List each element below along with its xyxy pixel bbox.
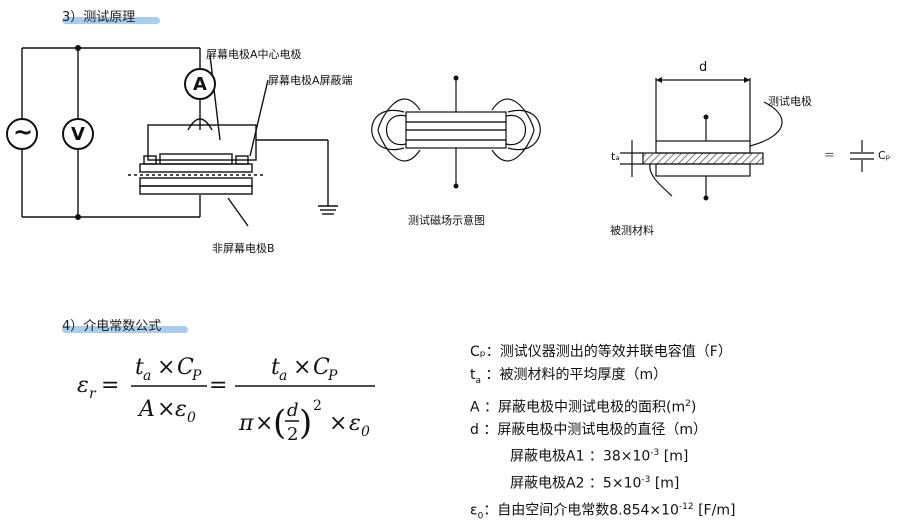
svg-text:×: × <box>293 355 311 380</box>
label-shield-electrode: 屏幕电极A屏蔽端 <box>268 74 353 87</box>
ammeter-glyph: A <box>193 74 207 95</box>
test-principle-diagram <box>6 45 874 227</box>
svg-text:C: C <box>177 355 194 380</box>
section3-highlight <box>62 17 160 24</box>
dimension-ta: tₐ <box>611 150 620 163</box>
legend: Cₚ：测试仪器测出的等效并联电容值（F） ta ：被测材料的平均厚度（m） A … <box>470 341 735 528</box>
ac-source-glyph: ~ <box>13 118 34 146</box>
label-center-electrode: 屏幕电极A中心电极 <box>206 48 302 61</box>
svg-text:t: t <box>135 355 144 380</box>
legend-diameter: d ：屏蔽电极中测试电极的直径（m） <box>470 422 707 439</box>
svg-text:): ) <box>299 403 312 443</box>
svg-text:0: 0 <box>187 410 196 426</box>
svg-text:a: a <box>143 368 151 384</box>
label-material: 被测材料 <box>610 224 654 237</box>
ammeter-symbol <box>184 68 216 100</box>
section4-title: 4）介电常数公式 <box>62 319 162 334</box>
svg-text:ε: ε <box>175 397 187 422</box>
svg-text:2: 2 <box>313 398 322 414</box>
svg-text:×: × <box>329 411 347 436</box>
svg-text:a: a <box>279 368 287 384</box>
svg-text:ε: ε <box>349 411 361 436</box>
legend-a1: 屏蔽电极A1 ：38×10-3 [m] <box>510 448 689 466</box>
section4-highlight <box>62 326 188 333</box>
svg-text:×: × <box>255 411 273 436</box>
svg-text:(: ( <box>273 403 286 443</box>
svg-text:P: P <box>191 368 202 384</box>
ac-source-symbol <box>6 118 38 150</box>
equals-sign: = <box>824 148 835 163</box>
svg-text:t: t <box>271 355 280 380</box>
svg-text:=: = <box>101 373 119 398</box>
svg-text:P: P <box>327 368 338 384</box>
voltmeter-symbol <box>62 118 94 150</box>
legend-a2: 屏蔽电极A2 ：5×10-3 [m] <box>510 475 680 492</box>
legend-ta: ta ：被测材料的平均厚度（m） <box>470 367 668 386</box>
label-bottom-electrode: 非屏幕电极B <box>212 242 275 255</box>
legend-cp: Cₚ：测试仪器测出的等效并联电容值（F） <box>470 344 732 360</box>
svg-text:C: C <box>313 355 330 380</box>
svg-text:2: 2 <box>287 424 298 445</box>
svg-text:=: = <box>209 373 227 398</box>
svg-text:×: × <box>157 397 175 422</box>
legend-epsilon: ε0：自由空间介电常数8.854×10-12 [F/m] <box>470 501 736 522</box>
dimension-d: d <box>699 60 708 75</box>
svg-text:π: π <box>238 411 254 436</box>
svg-text:×: × <box>157 355 175 380</box>
voltmeter-glyph: V <box>71 124 85 145</box>
label-field-diagram: 测试磁场示意图 <box>408 214 485 227</box>
legend-area: A ：屏蔽电极中测试电极的面积(m2) <box>470 398 697 416</box>
section3-title: 3）测试原理 <box>62 10 136 25</box>
label-test-electrode: 测试电极 <box>768 95 812 108</box>
svg-text:0: 0 <box>361 424 370 440</box>
svg-text:ε: ε <box>77 373 89 398</box>
capacitor-label: Cₚ <box>878 149 891 162</box>
svg-text:d: d <box>287 400 299 421</box>
svg-text:r: r <box>89 386 97 402</box>
svg-text:A: A <box>137 397 155 422</box>
